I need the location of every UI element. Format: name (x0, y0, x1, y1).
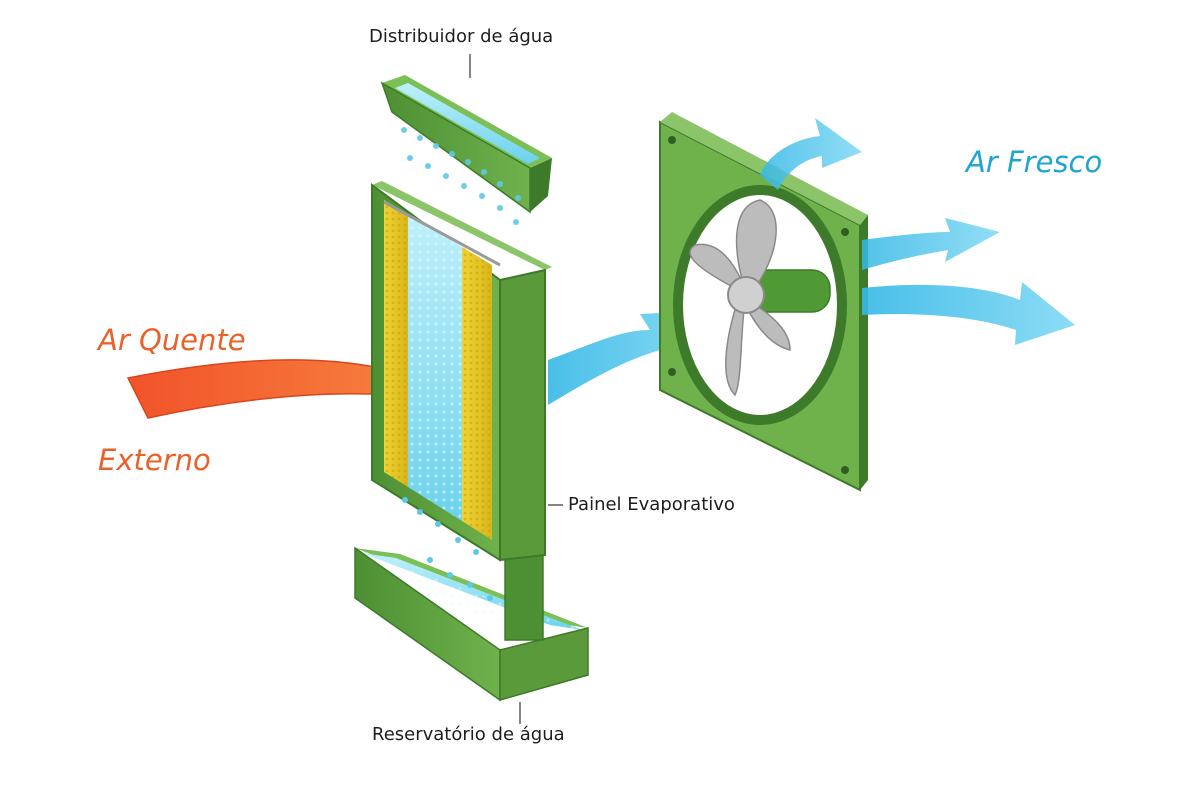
water-drops-bottom (402, 497, 493, 601)
water-drops-top (401, 127, 521, 225)
water-distributor (380, 75, 552, 214)
fresh-air-label: Ar Fresco (966, 145, 1103, 179)
fan-unit (659, 112, 868, 492)
evaporative-panel-label: Painel Evaporativo (568, 494, 735, 515)
fresh-air-arrow-3 (862, 282, 1075, 345)
panel-support-post (504, 554, 544, 641)
fan-blades (689, 199, 791, 397)
fan-hub (727, 276, 765, 314)
fresh-air-arrow-1 (760, 118, 862, 190)
water-reservoir-label: Reservatório de água (372, 724, 565, 745)
hot-air-label-line1: Ar Quente (98, 323, 246, 357)
fresh-air-arrow-2 (862, 218, 1000, 270)
hot-air-label-line2: Externo (98, 443, 211, 477)
water-distributor-label: Distribuidor de água (369, 26, 554, 47)
water-reservoir (354, 546, 589, 702)
hot-air-label: Ar Quente Externo (98, 240, 246, 520)
evaporative-panel (371, 181, 552, 562)
